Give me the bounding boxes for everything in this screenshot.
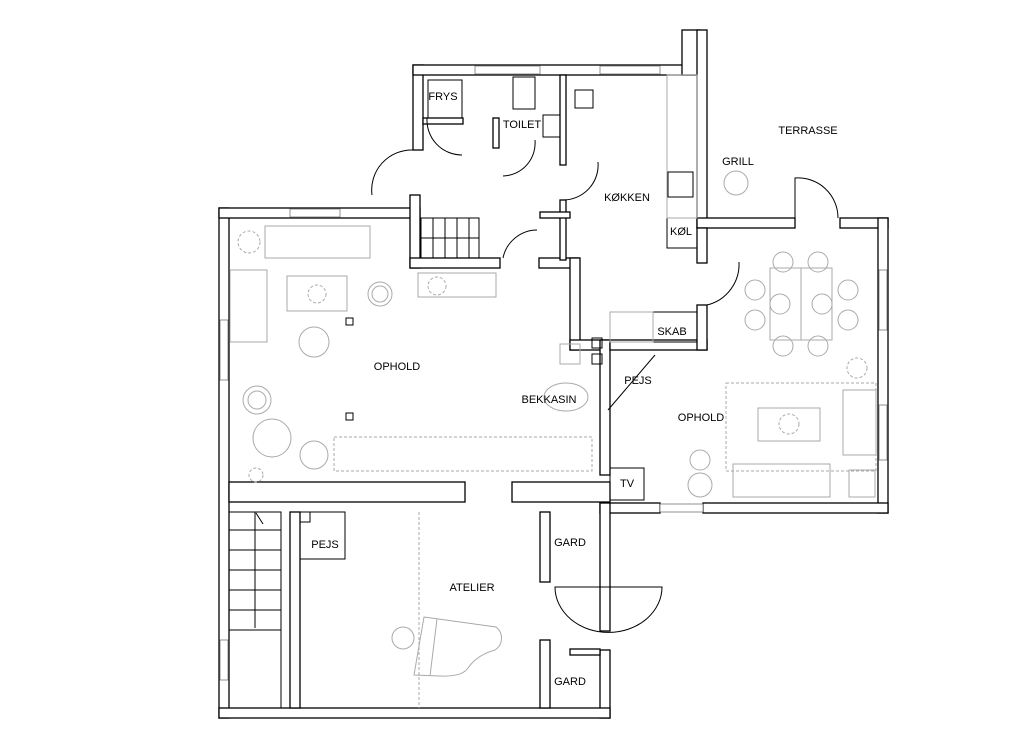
label-ophold-right: OPHOLD	[678, 412, 725, 424]
label-pejs-center: PEJS	[624, 375, 652, 387]
doors	[371, 117, 839, 633]
stairs	[228, 217, 480, 709]
label-kokken: KØKKEN	[604, 192, 650, 204]
label-atelier: ATELIER	[449, 582, 494, 594]
label-terrasse: TERRASSE	[778, 125, 837, 137]
label-kol: KØL	[670, 226, 692, 238]
label-frys: FRYS	[428, 91, 457, 103]
furniture	[229, 74, 877, 708]
label-pejs-atelier: PEJS	[311, 539, 339, 551]
room-labels: FRYS TOILET KØKKEN KØL TERRASSE GRILL SK…	[311, 91, 837, 688]
label-ophold-left: OPHOLD	[374, 361, 421, 373]
label-gard-bottom: GARD	[554, 676, 586, 688]
label-tv: TV	[620, 478, 635, 490]
walls	[218, 29, 889, 719]
label-bekkasin: BEKKASIN	[521, 394, 576, 406]
label-gard-top: GARD	[554, 537, 586, 549]
label-grill: GRILL	[722, 156, 754, 168]
windows	[219, 65, 888, 681]
label-toilet: TOILET	[503, 119, 542, 131]
label-skab: SKAB	[657, 326, 686, 338]
